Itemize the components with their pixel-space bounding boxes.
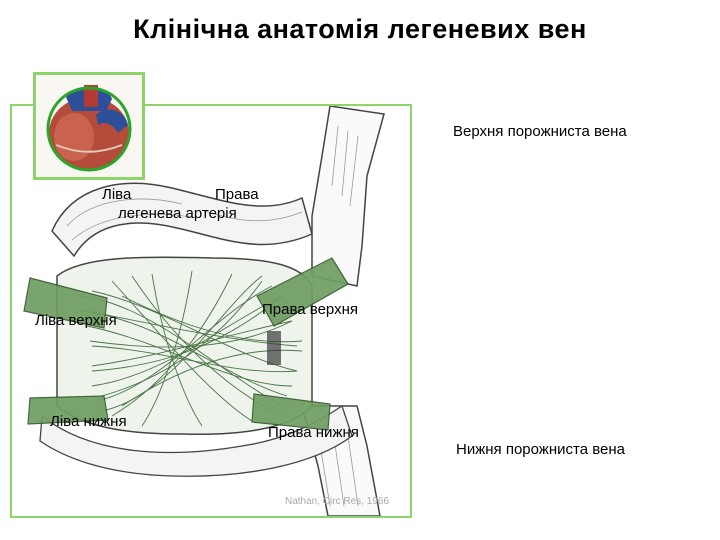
- right-lower-vein-label: Права нижня: [268, 424, 359, 441]
- diagram-frame: [10, 104, 412, 518]
- left-lower-vein-shape: [27, 395, 109, 425]
- left-pa-label: Ліва: [102, 186, 132, 203]
- pa-label-line2: легенева артерія: [118, 205, 237, 222]
- slide-title: Клінічна анатомія легеневих вен: [133, 14, 587, 44]
- svc-label: Верхня порожниста вена: [453, 123, 627, 140]
- pulmonary-artery-shape: [51, 182, 313, 258]
- left-lower-vein-label: Ліва нижня: [50, 413, 127, 430]
- superior-vena-cava-shape: [311, 106, 385, 287]
- pulmonary-veins-diagram: [23, 106, 385, 516]
- heart-thumbnail-icon: [46, 85, 132, 172]
- left-upper-vein-shape: [23, 277, 108, 329]
- ivc-label: Нижня порожниста вена: [456, 441, 625, 458]
- right-upper-vein-label: Права верхня: [262, 301, 358, 318]
- source-watermark: Nathan, Circ Res, 1966: [285, 496, 389, 507]
- left-upper-vein-label: Ліва верхня: [35, 312, 117, 329]
- heart-thumbnail: [33, 72, 145, 180]
- right-lower-vein-shape: [251, 393, 331, 431]
- right-upper-vein-shape: [256, 257, 349, 327]
- right-pa-label: Права: [215, 186, 259, 203]
